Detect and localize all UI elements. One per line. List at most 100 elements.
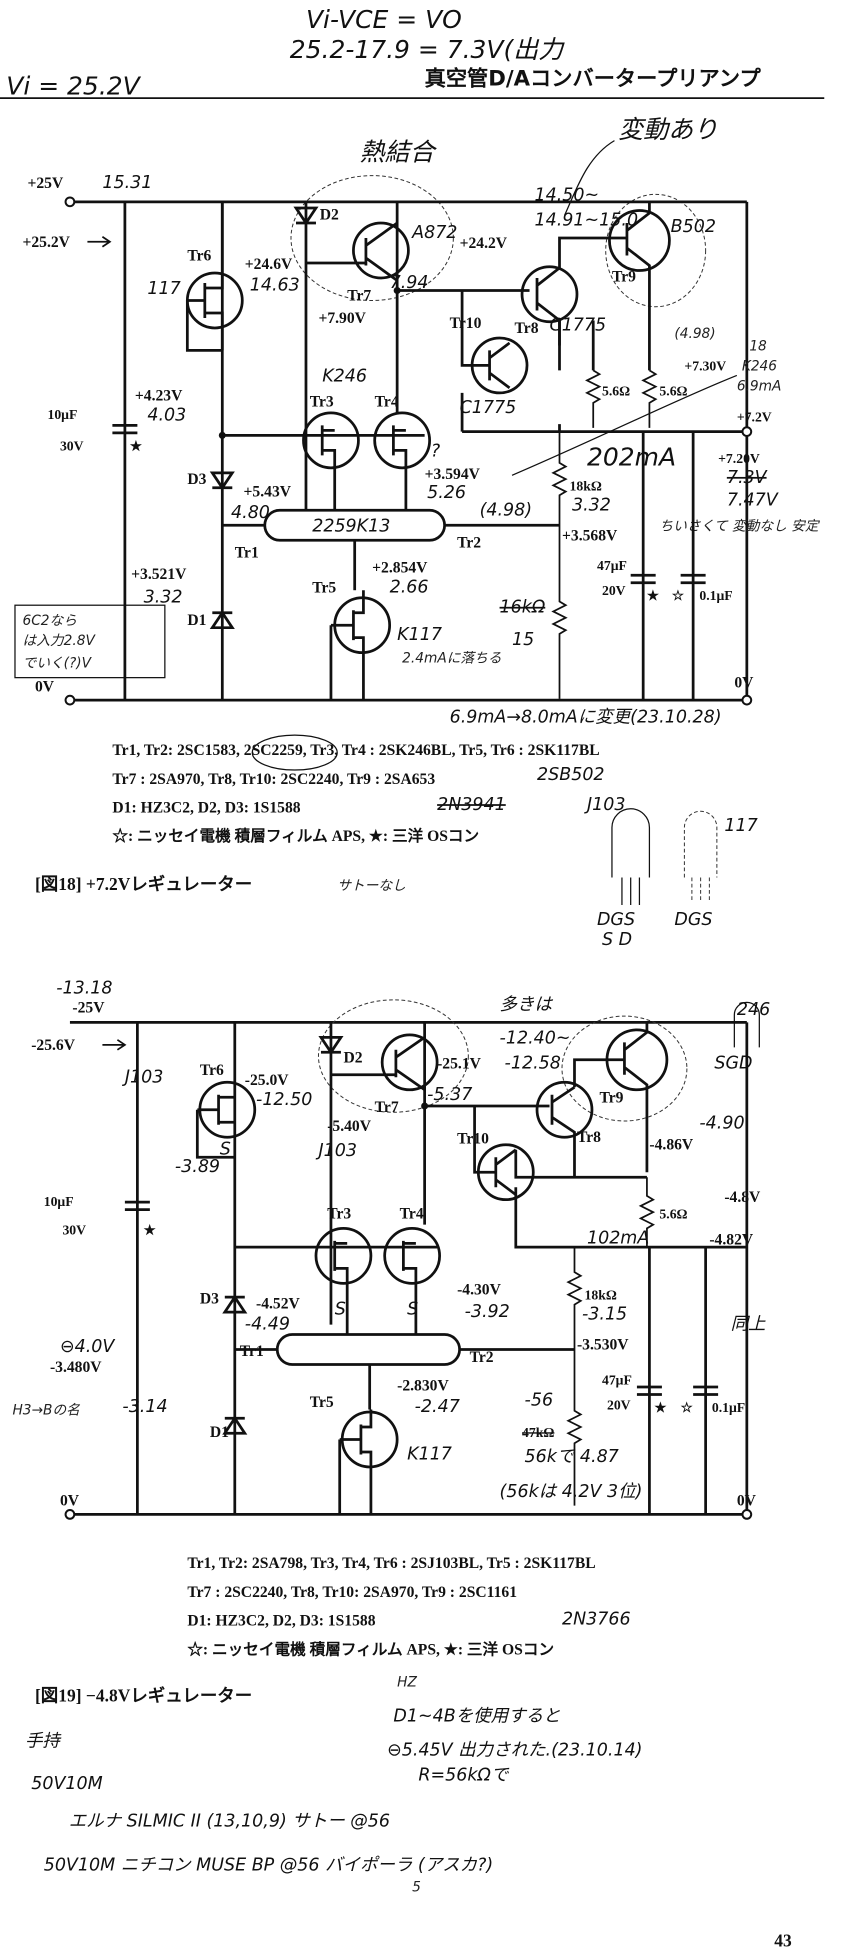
gnd-right-label: 0V bbox=[734, 675, 754, 692]
m-s3: S bbox=[335, 1300, 346, 1320]
tr10-part-note: C1775 bbox=[460, 398, 517, 418]
m-sgd: SGD bbox=[714, 1054, 752, 1074]
c01-label: 0.1μF bbox=[712, 1400, 745, 1415]
tr3-jfet-icon bbox=[314, 1227, 373, 1285]
junction bbox=[393, 286, 401, 294]
m-box-3: でいく(?)V bbox=[22, 656, 92, 672]
v-2-830-label: -2.830V bbox=[397, 1378, 449, 1395]
page-number: 43 bbox=[774, 1931, 792, 1951]
m-pair: 2259K13 bbox=[312, 517, 390, 537]
m-5-26: 5.26 bbox=[427, 483, 466, 503]
arrow-icon bbox=[87, 236, 112, 248]
junction bbox=[421, 1102, 429, 1110]
v-7-30-label: +7.30V bbox=[684, 358, 726, 373]
tr3-label: Tr3 bbox=[310, 394, 334, 411]
cap-47uf-icon bbox=[636, 1385, 662, 1396]
tr1-tr2-pair-icon bbox=[275, 1333, 461, 1366]
parts-line-2: Tr7 : 2SC2240, Tr8, Tr10: 2SA970, Tr9 : … bbox=[187, 1584, 517, 1601]
note-fluctuation: 変動あり bbox=[618, 115, 718, 144]
input-voltage-label: +25.2V bbox=[22, 234, 70, 251]
tr8-transistor-icon bbox=[535, 1080, 594, 1139]
fig18-caption-note: サトーなし bbox=[337, 878, 406, 894]
v-24-6-label: +24.6V bbox=[245, 256, 293, 273]
tr7-leads bbox=[305, 221, 398, 282]
m-k246b: K246 bbox=[742, 358, 777, 374]
note-formula-2: 25.2-17.9 = 7.3V(出力 bbox=[290, 35, 565, 64]
m-box-1: 6C2なら bbox=[22, 613, 76, 629]
fig19-caption: [図19] −4.8Vレギュレーター bbox=[35, 1686, 252, 1706]
note-h2: HZ bbox=[397, 1675, 417, 1691]
page-header-title: 真空管D/Aコンバータープリアンプ bbox=[425, 66, 762, 92]
terminal-0v bbox=[64, 1509, 76, 1520]
m-pin-2: DGS bbox=[674, 910, 712, 930]
m-5-37: -5.37 bbox=[427, 1085, 472, 1105]
m-same: 同上 bbox=[731, 1315, 766, 1335]
parts-line-1: Tr1, Tr2: 2SA798, Tr3, Tr4, Tr6 : 2SJ103… bbox=[187, 1555, 595, 1572]
note-pointer bbox=[511, 374, 738, 476]
tr4-jfet-icon bbox=[373, 411, 431, 470]
m-7-3v: 7.3V bbox=[727, 468, 768, 488]
figure-19-schematic: -13.18 -25V -25.6V 0V 0V J103 Tr6 S -3.8… bbox=[12, 979, 770, 1706]
m-j103a: J103 bbox=[122, 1067, 163, 1087]
tr5-part-note: K117 bbox=[407, 1444, 452, 1464]
r-5-6-label: 5.6Ω bbox=[659, 1206, 687, 1221]
c47-label: 47μF bbox=[602, 1373, 632, 1388]
tr7-label: Tr7 bbox=[347, 287, 371, 304]
m-14-50: 14.50~ bbox=[535, 186, 600, 206]
thermal-coupling-circle bbox=[317, 999, 469, 1113]
handwritten-box bbox=[14, 604, 166, 679]
v-5-43-label: +5.43V bbox=[244, 484, 292, 501]
m-4-98b: (4.98) bbox=[480, 500, 533, 520]
note-line-1: D1~4Bを使用すると bbox=[393, 1707, 560, 1727]
c10-label: 10μF bbox=[44, 1194, 74, 1209]
m-15: 15 bbox=[512, 630, 534, 650]
m-2-47: -2.47 bbox=[415, 1397, 460, 1417]
v-4-23-label: +4.23V bbox=[135, 387, 183, 404]
parts-line-4: ☆: ニッセイ電機 積層フィルム APS, ★: 三洋 OSコン bbox=[112, 826, 479, 845]
d3-label: D3 bbox=[187, 471, 206, 488]
tr8-label: Tr8 bbox=[577, 1129, 601, 1146]
m-3-92: -3.92 bbox=[465, 1302, 510, 1322]
diode-d2-icon bbox=[293, 206, 319, 226]
tr2-label: Tr2 bbox=[457, 535, 481, 552]
tr10-leads bbox=[473, 1106, 517, 1196]
parts-line-2: Tr7 : 2SA970, Tr8, Tr10: 2SC2240, Tr9 : … bbox=[112, 771, 435, 788]
terminal-plus25 bbox=[64, 196, 76, 208]
rail-minus25-label: -25V bbox=[72, 999, 105, 1016]
terminal-0v-right bbox=[741, 694, 753, 706]
wire bbox=[514, 1149, 747, 1249]
parts-line-3: D1: HZ3C2, D2, D3: 1S1588 bbox=[112, 800, 300, 817]
m-3-15: -3.15 bbox=[582, 1305, 627, 1325]
resistor-5-6a-icon bbox=[585, 369, 602, 428]
d1-label: D1 bbox=[187, 612, 206, 629]
d2-label: D2 bbox=[320, 206, 339, 223]
d1-label: D1 bbox=[210, 1424, 229, 1441]
v-25-0-label: -25.0V bbox=[245, 1072, 290, 1089]
m-117: 117 bbox=[724, 816, 757, 836]
terminal-0v bbox=[64, 694, 76, 706]
m-4-03: 4.03 bbox=[147, 405, 186, 425]
v-3-568-label: +3.568V bbox=[562, 527, 618, 544]
wire bbox=[234, 1348, 575, 1410]
m-7-47v: 7.47V bbox=[727, 490, 779, 510]
tr10-leads bbox=[460, 290, 511, 389]
parts-line-3: D1: HZ3C2, D2, D3: 1S1588 bbox=[187, 1613, 375, 1630]
tr8-label: Tr8 bbox=[515, 320, 539, 337]
tr6-leads bbox=[195, 1094, 235, 1159]
m-56k: 56kで 4.87 bbox=[525, 1447, 619, 1467]
resistor-5-6b-icon bbox=[641, 369, 658, 428]
c47-label: 47μF bbox=[597, 558, 627, 573]
m-s6: S bbox=[220, 1140, 231, 1160]
m-12-50: -12.50 bbox=[256, 1090, 312, 1110]
m-14-63: 14.63 bbox=[250, 275, 300, 295]
j103-package-sketch bbox=[611, 808, 651, 905]
note-cap-2: 50V10M ニチコン MUSE BP @56 バイポーラ (アスカ?) bbox=[44, 1855, 494, 1875]
tr5-part-note: K117 bbox=[397, 625, 442, 645]
out-voltage-label: +7.2V bbox=[737, 410, 772, 425]
tr8-part-note: C1775 bbox=[550, 315, 607, 335]
tr7-label: Tr7 bbox=[375, 1099, 399, 1116]
star-label: ★ bbox=[130, 438, 143, 453]
tr9-label: Tr9 bbox=[612, 269, 636, 286]
terminal-0v-right bbox=[741, 1509, 753, 1520]
